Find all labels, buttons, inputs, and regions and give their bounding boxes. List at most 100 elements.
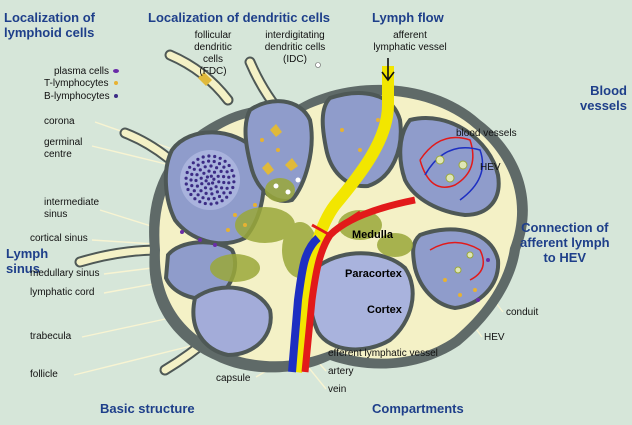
- b-lymphocyte-dot: [218, 156, 222, 160]
- b-lymphocyte-dot: [219, 169, 223, 173]
- b-lymphocyte-dot: [225, 170, 229, 174]
- b-lymphocyte-dot: [227, 175, 231, 179]
- b-lymphocyte-dot: [213, 154, 217, 159]
- label-germinal-centre: germinal centre: [44, 137, 83, 160]
- b-lymphocyte-dot: [222, 180, 226, 185]
- b-lymphocyte-dot: [207, 182, 211, 186]
- heading-compartments: Compartments: [372, 401, 464, 416]
- b-lymphocyte-dot: [212, 177, 216, 181]
- b-lymphocyte-dot: [195, 173, 199, 177]
- b-lymphocyte-dot: [215, 201, 219, 205]
- b-lymphocyte-dot: [225, 186, 229, 190]
- b-lymphocyte-dot: [190, 184, 194, 188]
- label-conduit: conduit: [506, 307, 539, 318]
- label-idc: interdigitating dendritic cells (IDC): [264, 30, 326, 65]
- label-medulla: Medulla: [352, 229, 393, 241]
- b-legend-icon: [114, 94, 118, 98]
- label-intermediate-sinus: intermediate sinus: [44, 197, 100, 220]
- lymph-flow-arrow-icon: [381, 58, 395, 82]
- b-lymphocyte-dot: [193, 197, 197, 201]
- label-cortex: Cortex: [367, 304, 402, 316]
- b-lymphocyte-dot: [185, 170, 189, 175]
- heading-basic-structure: Basic structure: [100, 401, 195, 416]
- b-lymphocyte-dot: [210, 192, 214, 196]
- b-lymphocyte-dot: [232, 174, 236, 178]
- artery-branch: [311, 223, 331, 237]
- heading-localization-lymphoid: Localization of lymphoid cells: [4, 10, 95, 40]
- b-lymphocyte-dot: [222, 175, 226, 179]
- b-lymphocyte-dot: [225, 195, 229, 199]
- idc-marks: [273, 177, 301, 195]
- b-lymphocyte-dot: [230, 168, 234, 173]
- plasma-legend-icon: [113, 69, 119, 73]
- vein: [288, 234, 321, 373]
- b-lymphocyte-dot: [195, 184, 199, 188]
- t-lymphocytes: [226, 118, 477, 297]
- label-fdc: follicular dendritic cells (FDC): [194, 30, 232, 77]
- b-lymphocyte-dot: [214, 185, 218, 189]
- b-lymphocyte-dot: [204, 179, 208, 183]
- reticular-meshwork: [210, 178, 413, 282]
- b-lymphocyte-dot: [207, 169, 211, 173]
- b-lymphocyte-dot: [209, 174, 213, 178]
- label-blood-vessels: blood vessels: [456, 128, 517, 139]
- label-artery: artery: [328, 366, 354, 377]
- b-lymphocyte-dot: [199, 176, 203, 180]
- label-vein: vein: [328, 384, 347, 395]
- label-plasma-cells: plasma cells: [54, 66, 110, 77]
- b-lymphocyte-dot: [222, 191, 226, 195]
- fdc-legend-icon: [198, 72, 212, 86]
- germinal-centre: [180, 150, 240, 210]
- b-lymphocyte-dot: [220, 186, 224, 190]
- label-trabecula: trabecula: [30, 331, 72, 342]
- b-lymphocyte-dot: [212, 170, 217, 174]
- heading-connection-afferent-hev: Connection of afferent lymph to HEV: [520, 220, 610, 265]
- b-lymphocyte-dot: [207, 159, 211, 163]
- b-lymphocyte-dot: [194, 178, 198, 183]
- label-t-lymphocytes: T-lymphocytes: [44, 78, 109, 89]
- b-lymphocyte-dot: [217, 194, 222, 199]
- b-lymphocyte-dot: [227, 163, 231, 168]
- b-lymphocyte-dot: [228, 191, 232, 195]
- b-lymphocyte-dot: [191, 161, 195, 165]
- b-lymphocyte-dot: [200, 182, 204, 186]
- b-lymphocyte-dot: [209, 164, 213, 168]
- b-lymphocyte-dot: [190, 172, 194, 176]
- b-lymphocyte-dot: [220, 199, 224, 203]
- heading-blood-vessels: Blood vessels: [580, 83, 627, 113]
- b-lymphocyte-dot: [217, 180, 221, 184]
- b-lymphocyte-dot: [203, 186, 208, 190]
- b-lymphocyte-dot: [202, 171, 206, 175]
- b-lymphocyte-dot: [189, 178, 193, 182]
- b-lymphocyte-dot: [203, 165, 207, 169]
- fdc-marks: [262, 124, 298, 175]
- b-lymphocyte-dot: [212, 196, 216, 201]
- b-lymphocyte-dot: [217, 162, 222, 166]
- idc-legend-icon: [315, 62, 321, 68]
- label-afferent-lymphatic-vessel: afferent lymphatic vessel: [373, 30, 447, 53]
- b-lymphocyte-dot: [209, 187, 213, 191]
- b-lymphocyte-dot: [227, 181, 231, 185]
- b-lymphocyte-dot: [231, 185, 235, 190]
- b-lymphocyte-dot: [211, 181, 215, 185]
- b-lymphocyte-dot: [199, 189, 203, 193]
- b-lymphocyte-dot: [215, 190, 219, 194]
- b-lymphocyte-dot: [196, 157, 200, 161]
- heading-localization-dendritic: Localization of dendritic cells: [148, 10, 331, 25]
- b-lymphocyte-dot: [207, 197, 211, 201]
- plasma-cells: [180, 230, 490, 302]
- b-lymphocyte-dot: [198, 168, 202, 172]
- artery-branch-2: [339, 210, 361, 227]
- t-legend-icon: [114, 81, 118, 85]
- b-lymphocyte-dot: [216, 174, 220, 178]
- b-lymphocyte-dot: [198, 200, 202, 204]
- b-lymphocyte-dot: [201, 160, 205, 164]
- b-lymphocyte-dot: [196, 193, 200, 197]
- b-lymphocyte-dot: [215, 166, 219, 170]
- b-lymphocyte-dot: [186, 187, 190, 192]
- b-lymphocyte-dot: [212, 159, 216, 164]
- label-efferent-lymphatic-vessel: efferent lymphatic vessel: [328, 348, 438, 359]
- label-medullary-sinus: medullary sinus: [30, 268, 100, 279]
